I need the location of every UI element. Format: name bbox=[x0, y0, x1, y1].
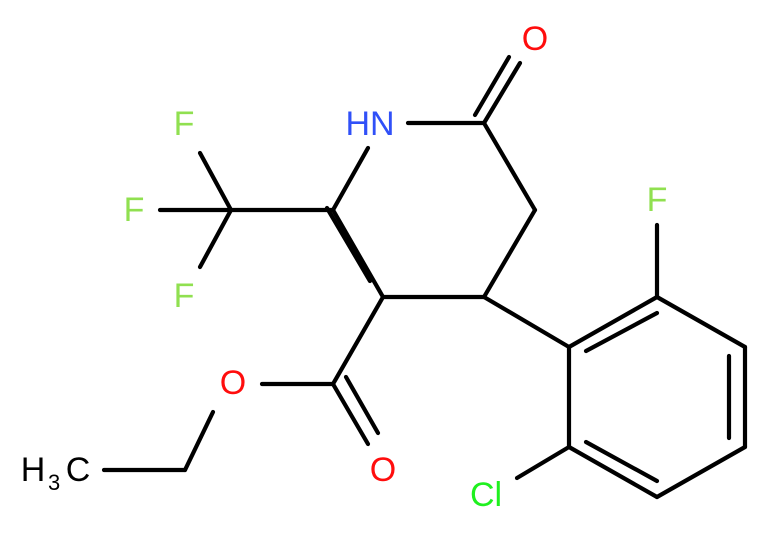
bond-ch-aryl bbox=[481, 294, 572, 350]
atom-f-aryl: F bbox=[647, 181, 668, 219]
atom-nh: HN bbox=[345, 105, 394, 143]
bond-cf3-f3 bbox=[197, 207, 234, 270]
bond-ar5-ar6 bbox=[566, 444, 660, 500]
bond-ar5-ar6-inner bbox=[583, 439, 660, 484]
atom-o-ester: O bbox=[220, 364, 246, 402]
atom-f-top: F bbox=[174, 105, 195, 143]
atom-cl: Cl bbox=[470, 476, 502, 514]
h3c-subscript: 3 bbox=[48, 470, 60, 495]
bond-c3-c2-inner bbox=[324, 205, 373, 284]
atom-labels: HN O F F F F O O Cl H 3 C bbox=[21, 20, 668, 514]
bond-ar1-ar2 bbox=[566, 294, 660, 350]
atom-f-bottom: F bbox=[174, 277, 195, 315]
bond-ester-co-a bbox=[330, 381, 371, 447]
bond-c3-ester-c bbox=[330, 294, 386, 387]
bond-o-ch2 bbox=[182, 409, 216, 473]
bond-ar4-ar5 bbox=[654, 444, 748, 500]
bond-cf3-f1 bbox=[197, 150, 234, 213]
bond-c2-n bbox=[330, 145, 371, 213]
bond-ester-co-b bbox=[343, 374, 381, 436]
bond-ar6-cl bbox=[514, 444, 572, 481]
bond-c-ch2 bbox=[481, 120, 538, 213]
bond-c3-c2 bbox=[330, 207, 386, 300]
h3c-h: H bbox=[21, 451, 46, 489]
atom-f-mid: F bbox=[124, 191, 145, 229]
bond-c-o-double-a bbox=[481, 60, 523, 126]
atom-h3c: H 3 C bbox=[21, 451, 91, 495]
h3c-c: C bbox=[66, 451, 91, 489]
bond-ar1-ar2-inner bbox=[583, 310, 660, 354]
bonds bbox=[101, 54, 748, 500]
atom-o-ketone: O bbox=[522, 20, 548, 58]
bond-ch2-ch bbox=[481, 207, 538, 300]
bond-ar2-ar3 bbox=[654, 294, 748, 350]
atom-o-carbonyl: O bbox=[370, 451, 396, 489]
bond-c-o-double-b bbox=[472, 54, 512, 118]
